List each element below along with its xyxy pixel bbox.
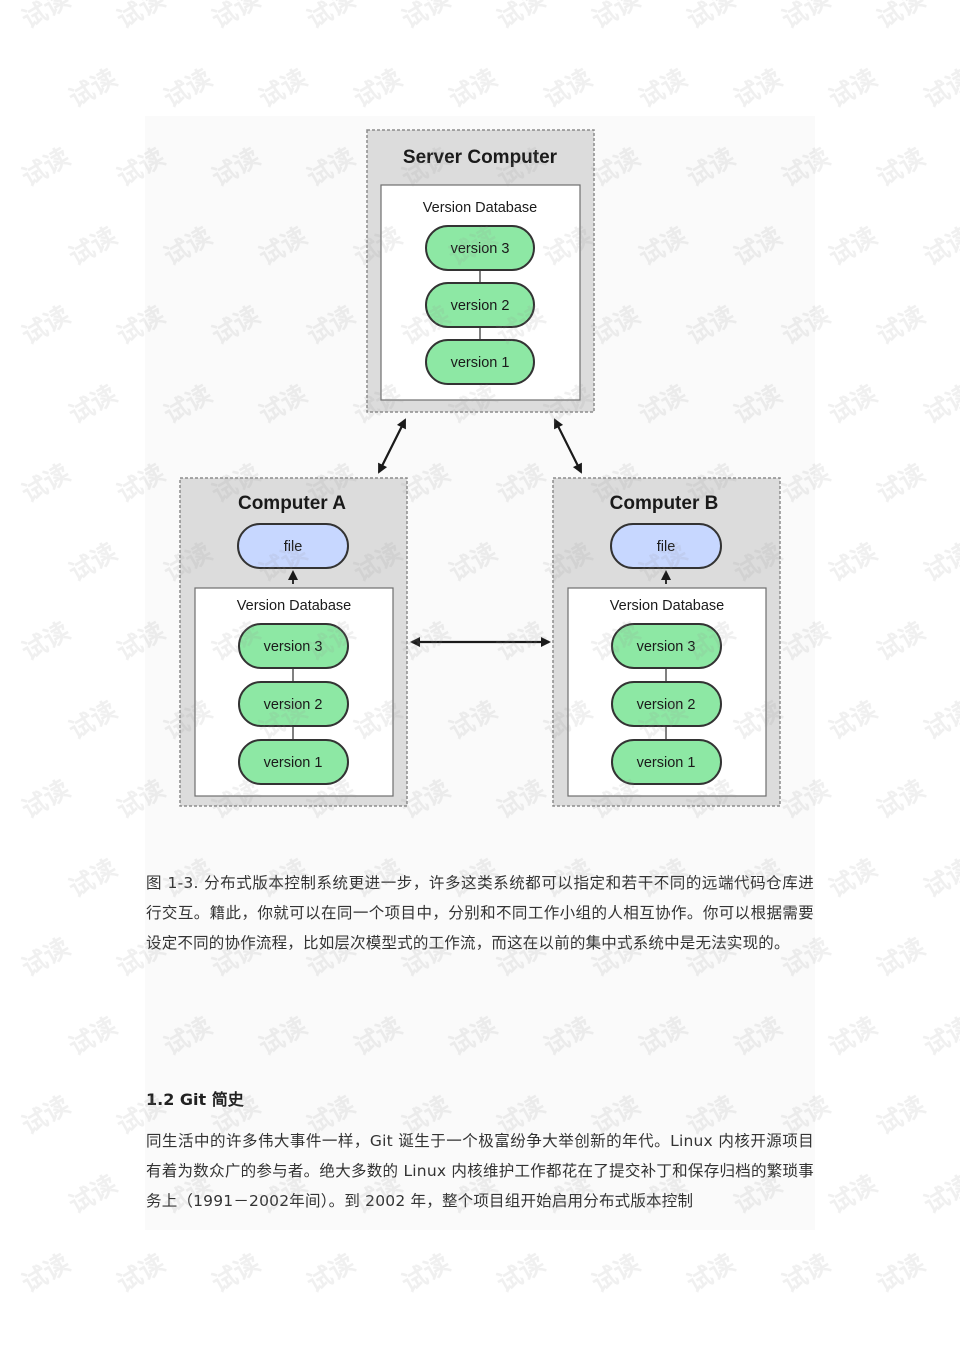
watermark-text: 试读	[111, 1248, 170, 1299]
watermark-text: 试读	[918, 1011, 960, 1062]
watermark-text: 试读	[396, 1248, 455, 1299]
watermark-text: 试读	[776, 1248, 835, 1299]
computer-b-box: Computer B file Version Database version…	[552, 477, 781, 807]
computer-a-version-3-node: version 3	[238, 623, 349, 669]
watermark-text: 试读	[681, 1248, 740, 1299]
computer-b-version-3-node: version 3	[611, 623, 722, 669]
watermark-text: 试读	[16, 1090, 75, 1141]
watermark-text: 试读	[206, 1248, 265, 1299]
server-title: Server Computer	[403, 147, 558, 168]
watermark-text: 试读	[16, 932, 75, 983]
computer-b-file-node: file	[610, 523, 722, 569]
computer-a-version-1-node: version 1	[238, 739, 349, 785]
server-version-1-node: version 1	[425, 339, 535, 385]
watermark-text: 试读	[16, 1248, 75, 1299]
computer-b-version-2-label: version 2	[637, 697, 696, 713]
computer-b-version-1-label: version 1	[637, 755, 696, 771]
server-version-2-label: version 2	[451, 298, 510, 314]
server-db-title: Version Database	[423, 200, 537, 216]
computer-a-file-node: file	[237, 523, 349, 569]
distributed-vcs-diagram: Server Computer Version Database version…	[179, 129, 781, 807]
watermark-text: 试读	[823, 1011, 882, 1062]
computer-a-version-2-node: version 2	[238, 681, 349, 727]
server-version-3-node: version 3	[425, 225, 535, 271]
server-to-computer-b-arrow	[554, 418, 582, 474]
computer-b-file-label: file	[657, 539, 676, 555]
watermark-text: 试读	[871, 1090, 930, 1141]
figure-caption: 图 1-3. 分布式版本控制系统更进一步，许多这类系统都可以指定和若干不同的远端…	[146, 874, 814, 952]
computer-a-title: Computer A	[238, 493, 346, 514]
watermark-text: 试读	[918, 1169, 960, 1220]
watermark-text: 试读	[871, 1248, 930, 1299]
watermark-text: 试读	[63, 1169, 122, 1220]
computer-b-db-title: Version Database	[610, 598, 724, 614]
server-version-3-label: version 3	[451, 241, 510, 257]
watermark-text: 试读	[586, 1248, 645, 1299]
watermark-text: 试读	[491, 1248, 550, 1299]
computer-b-version-3-label: version 3	[637, 639, 696, 655]
computer-b-version-2-node: version 2	[611, 681, 722, 727]
server-to-computer-a-arrow	[378, 418, 406, 474]
server-version-1-label: version 1	[451, 355, 510, 371]
computer-a-box: Computer A file Version Database version…	[179, 477, 408, 807]
computer-b-version-1-node: version 1	[611, 739, 722, 785]
computer-a-version-2-label: version 2	[264, 697, 323, 713]
server-computer-box: Server Computer Version Database version…	[366, 129, 595, 413]
computer-a-version-3-label: version 3	[264, 639, 323, 655]
server-version-2-node: version 2	[425, 282, 535, 328]
watermark-text: 试读	[871, 932, 930, 983]
computer-a-db-title: Version Database	[237, 598, 351, 614]
computer-a-file-label: file	[284, 539, 303, 555]
watermark-text: 试读	[301, 1248, 360, 1299]
computer-a-version-1-label: version 1	[264, 755, 323, 771]
section-body-paragraph: 同生活中的许多伟大事件一样，Git 诞生于一个极富纷争大举创新的年代。Linux…	[146, 1132, 814, 1210]
watermark-text: 试读	[823, 1169, 882, 1220]
watermark-text: 试读	[63, 1011, 122, 1062]
computer-b-title: Computer B	[610, 493, 719, 514]
section-heading: 1.2 Git 简史	[146, 1090, 244, 1109]
